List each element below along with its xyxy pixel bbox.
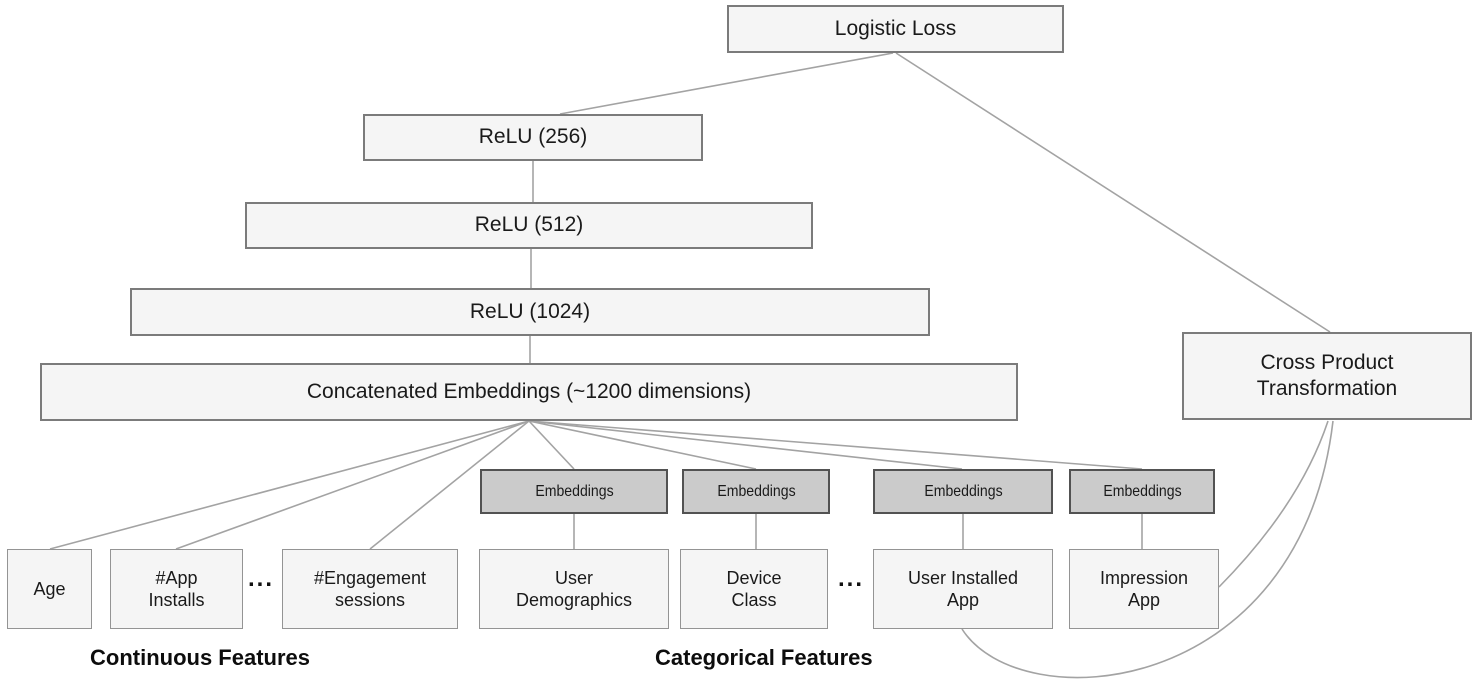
- node-feature-user-demographics: User Demographics: [479, 549, 669, 629]
- edge-concat-engagement: [369, 420, 530, 550]
- edge-userinstalledapp-crossproduct-curve: [961, 420, 1334, 679]
- edge-concat-embeddings-1: [528, 420, 575, 470]
- node-embeddings-2: Embeddings: [682, 469, 830, 514]
- categorical-features-label: Categorical Features: [655, 645, 873, 670]
- embeddings-label: Embeddings: [716, 482, 796, 500]
- continuous-features-label: Continuous Features: [90, 645, 311, 670]
- node-feature-user-installed-app: User Installed App: [873, 549, 1053, 629]
- node-concatenated-embeddings: Concatenated Embeddings (~1200 dimension…: [40, 363, 1018, 421]
- edge-concat-embeddings-2: [528, 420, 757, 470]
- node-cross-product-transformation: Cross Product Transformation: [1182, 332, 1472, 420]
- edge-concat-embeddings-4: [528, 420, 1143, 470]
- node-embeddings-4: Embeddings: [1069, 469, 1215, 514]
- embeddings-label: Embeddings: [1102, 482, 1182, 500]
- continuous-features-ellipsis: ...: [248, 565, 275, 592]
- edge-impressionapp-crossproduct-curve: [1218, 420, 1329, 588]
- node-feature-impression-app: Impression App: [1069, 549, 1219, 629]
- node-embeddings-3: Embeddings: [873, 469, 1053, 514]
- node-feature-age: Age: [7, 549, 92, 629]
- node-relu-512: ReLU (512): [245, 202, 813, 249]
- embeddings-label: Embeddings: [534, 482, 614, 500]
- edge-concat-age: [49, 420, 530, 550]
- embeddings-label: Embeddings: [923, 482, 1003, 500]
- node-feature-device-class: Device Class: [680, 549, 828, 629]
- edge-logisticloss-crossproduct: [895, 52, 1331, 333]
- categorical-features-ellipsis: ...: [838, 565, 865, 592]
- node-relu-256: ReLU (256): [363, 114, 703, 161]
- edge-logisticloss-relu256: [559, 52, 894, 115]
- node-logistic-loss: Logistic Loss: [727, 5, 1064, 53]
- node-relu-1024: ReLU (1024): [130, 288, 930, 336]
- node-feature-engagement-sessions: #Engagement sessions: [282, 549, 458, 629]
- node-feature-app-installs: #App Installs: [110, 549, 243, 629]
- edge-concat-embeddings-3: [528, 420, 963, 470]
- node-embeddings-1: Embeddings: [480, 469, 668, 514]
- edge-concat-appinstalls: [175, 420, 530, 550]
